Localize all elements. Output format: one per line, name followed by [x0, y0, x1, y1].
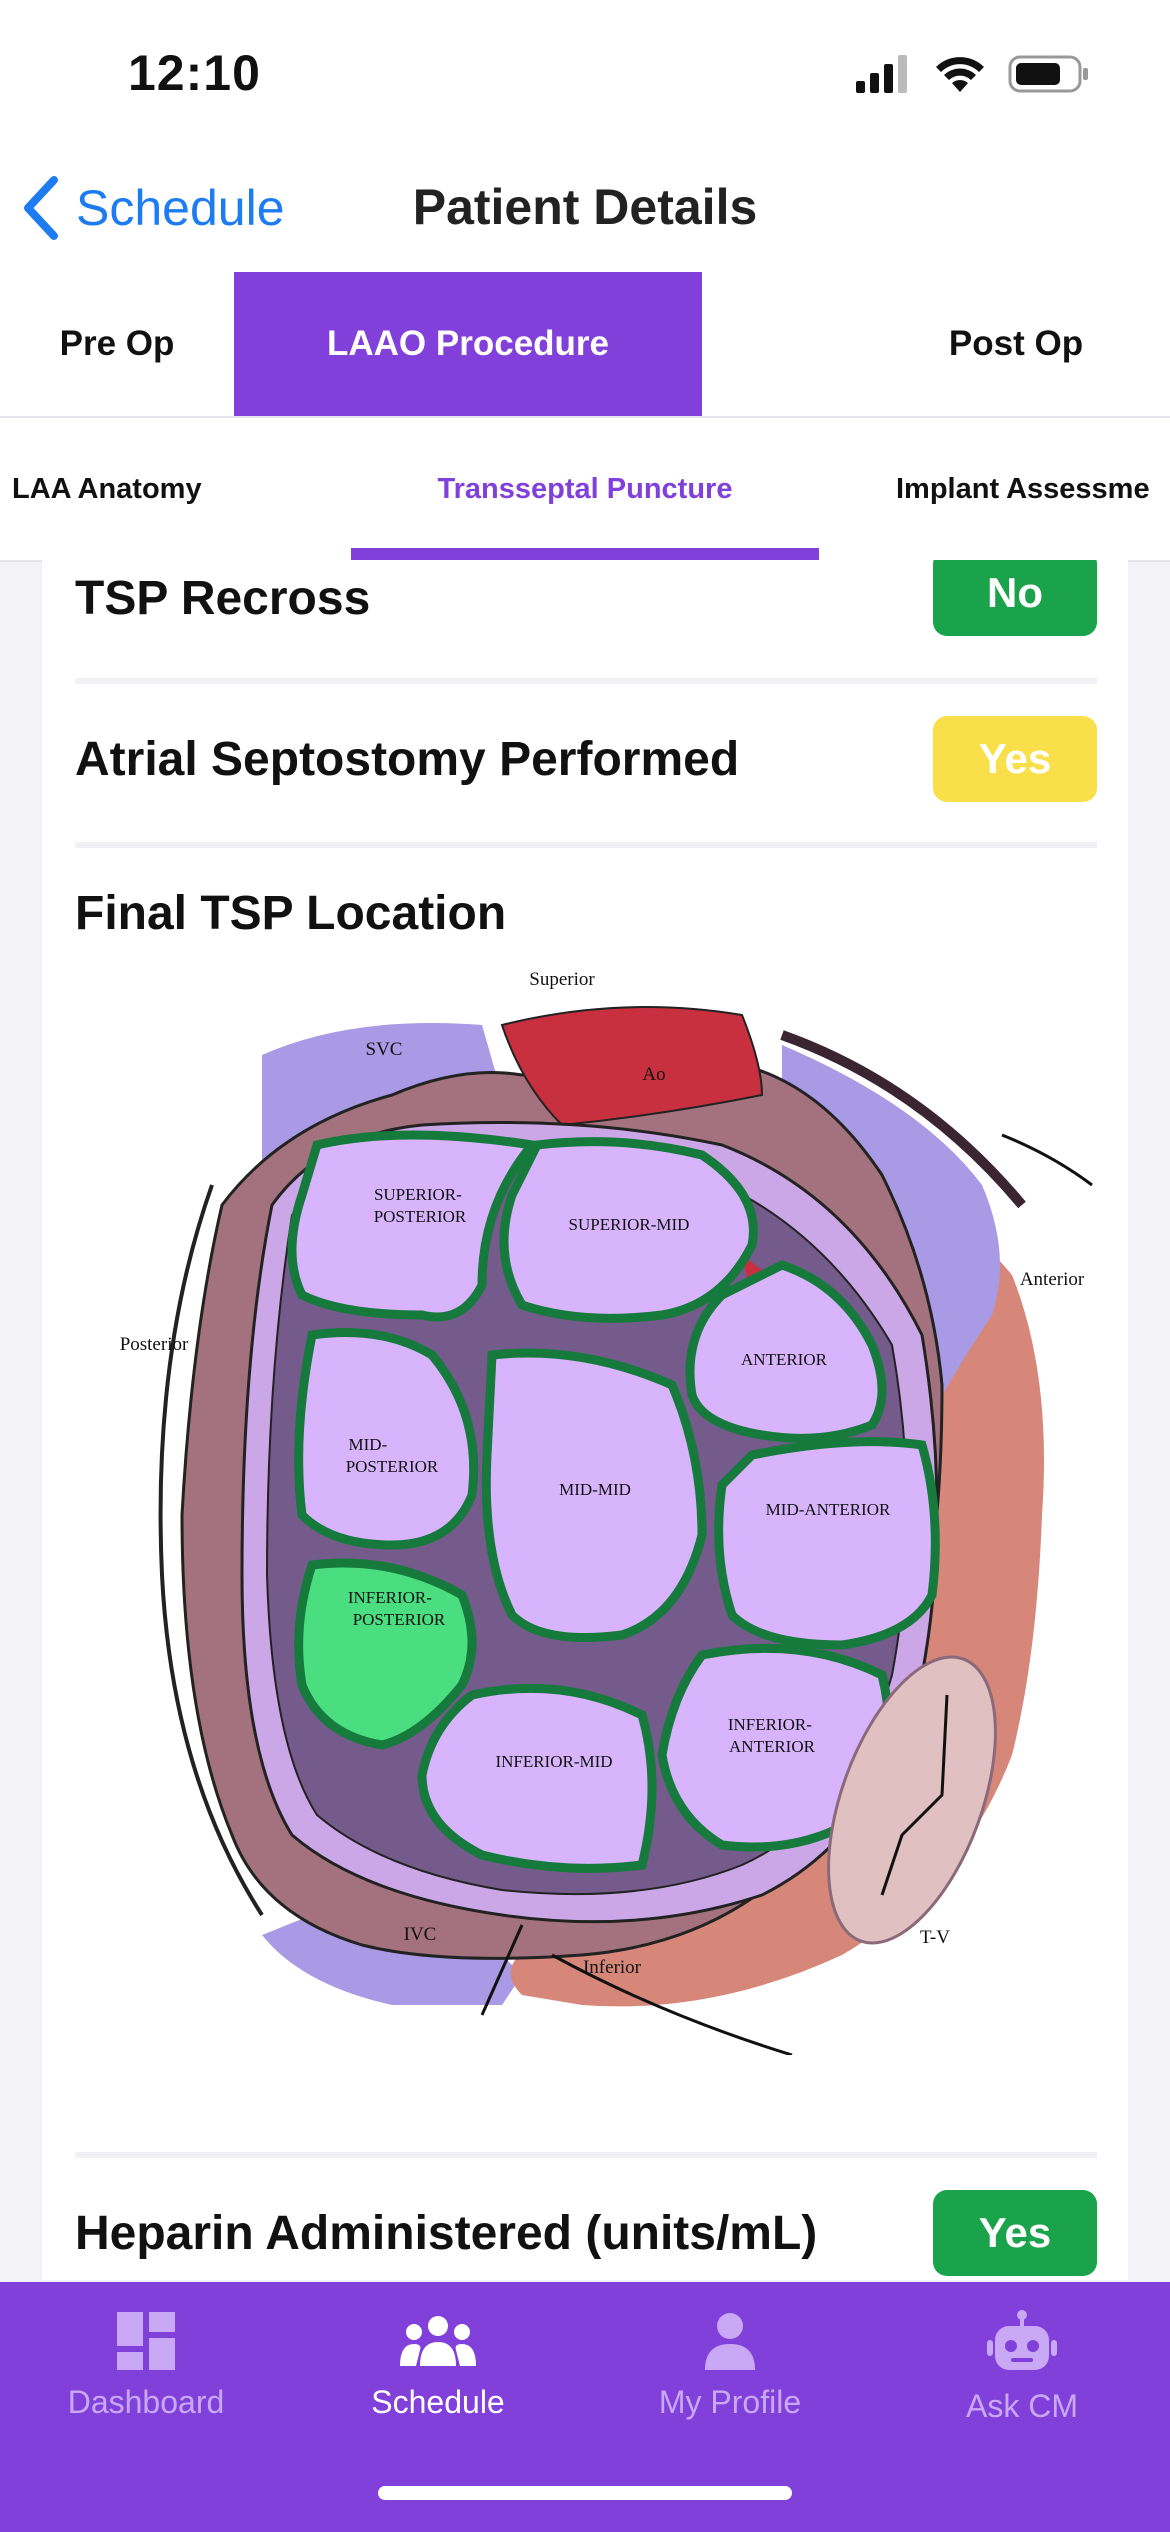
label-tv: T-V	[920, 1927, 950, 1948]
zone-inferior-anterior	[657, 1643, 894, 1852]
atrial-septostomy-label: Atrial Septostomy Performed	[75, 732, 740, 786]
active-tab-indicator	[351, 548, 819, 560]
final-tsp-location-label: Final TSP Location	[75, 886, 507, 940]
back-label: Schedule	[76, 180, 285, 236]
zone-superior-posterior	[287, 1130, 541, 1322]
label-anterior: Anterior	[1020, 1269, 1085, 1290]
label-ao: Ao	[642, 1064, 665, 1085]
zone-mid-mid	[481, 1348, 707, 1642]
zone-label-mid-anterior: MID-ANTERIOR	[766, 1500, 891, 1519]
atrial-septostomy-row: Atrial Septostomy Performed Yes	[75, 714, 1097, 804]
robot-icon	[987, 2310, 1057, 2370]
person-icon	[705, 2313, 755, 2370]
tab-laa-anatomy[interactable]: LAA Anatomy	[12, 472, 202, 505]
navigation-bar: Schedule Patient Details	[0, 150, 1170, 274]
status-bar: 12:10	[0, 0, 1170, 150]
home-indicator[interactable]	[378, 2486, 792, 2500]
tab-my-profile[interactable]: My Profile	[584, 2310, 876, 2421]
status-time: 12:10	[128, 45, 261, 101]
status-icons	[854, 54, 1090, 94]
back-button[interactable]: Schedule	[22, 176, 285, 240]
tricuspid-valve	[827, 1655, 997, 1945]
page-title: Patient Details	[412, 179, 758, 235]
ivc-region	[262, 1915, 522, 2005]
tsp-recross-toggle[interactable]: No	[933, 560, 1097, 636]
dashboard-icon	[117, 2312, 175, 2370]
tab-implant-assessment[interactable]: Implant Assessme	[896, 472, 1150, 505]
label-inferior: Inferior	[583, 1957, 642, 1978]
zone-label-inferior-posterior: INFERIOR- POSTERIOR	[348, 1588, 446, 1629]
heparin-toggle[interactable]: Yes	[933, 2190, 1097, 2276]
heparin-label: Heparin Administered (units/mL)	[75, 2206, 818, 2260]
label-superior: Superior	[529, 969, 595, 990]
procedure-sub-tabs: LAA Anatomy Transseptal Puncture Implant…	[0, 418, 1170, 562]
zone-anterior	[685, 1260, 887, 1443]
label-ivc: IVC	[404, 1924, 437, 1945]
label-posterior: Posterior	[120, 1334, 189, 1355]
tab-pre-op[interactable]: Pre Op	[59, 324, 175, 363]
zone-label-superior-posterior: SUPERIOR- POSTERIOR	[374, 1185, 467, 1226]
chevron-left-icon	[24, 176, 58, 240]
final-tsp-location-row: Final TSP Location	[75, 878, 1097, 948]
zone-label-mid-mid: MID-MID	[559, 1480, 631, 1499]
zone-inferior-posterior	[294, 1558, 477, 1750]
zone-label-superior-mid: SUPERIOR-MID	[569, 1215, 690, 1234]
heparin-row: Heparin Administered (units/mL) Yes	[75, 2188, 1097, 2278]
zone-mid-anterior	[714, 1437, 940, 1650]
tab-schedule-label: Schedule	[371, 2384, 505, 2420]
tab-my-profile-label: My Profile	[658, 2384, 802, 2420]
form-card: TSP Recross No Atrial Septostomy Perform…	[42, 560, 1128, 2280]
zone-label-inferior-mid: INFERIOR-MID	[495, 1752, 612, 1771]
tsp-recross-label: TSP Recross	[75, 571, 371, 625]
divider	[75, 678, 1097, 684]
tsp-location-diagram: Superior Inferior Anterior Posterior SVC…	[120, 969, 1093, 2055]
battery-icon	[1008, 55, 1088, 93]
wifi-icon	[936, 57, 984, 92]
divider	[75, 2152, 1097, 2158]
zone-inferior-mid	[417, 1683, 657, 1873]
divider	[75, 842, 1097, 848]
zone-mid-posterior	[294, 1328, 479, 1550]
label-svc: SVC	[366, 1039, 403, 1060]
atrial-septostomy-toggle[interactable]: Yes	[933, 716, 1097, 802]
tab-ask-cm[interactable]: Ask CM	[876, 2310, 1168, 2425]
zone-label-mid-posterior: MID- POSTERIOR	[346, 1435, 439, 1476]
tab-schedule[interactable]: Schedule	[292, 2310, 584, 2421]
tab-ask-cm-label: Ask CM	[966, 2388, 1078, 2424]
tab-post-op[interactable]: Post Op	[948, 324, 1084, 363]
aorta-region	[500, 1006, 764, 1127]
cellular-signal-icon	[856, 55, 907, 93]
zone-label-anterior: ANTERIOR	[741, 1350, 828, 1369]
tab-dashboard[interactable]: Dashboard	[0, 2310, 292, 2421]
tab-laao-procedure[interactable]: LAAO Procedure	[234, 272, 702, 416]
tab-transseptal-puncture[interactable]: Transseptal Puncture	[437, 472, 733, 505]
zone-label-inferior-anterior: INFERIOR- ANTERIOR	[728, 1715, 816, 1756]
tsp-recross-row: TSP Recross No	[75, 560, 1097, 636]
zone-superior-mid	[499, 1137, 758, 1323]
procedure-tabs: Pre Op LAAO Procedure Post Op	[0, 272, 1170, 418]
tab-dashboard-label: Dashboard	[67, 2384, 225, 2420]
people-icon	[400, 2316, 476, 2366]
